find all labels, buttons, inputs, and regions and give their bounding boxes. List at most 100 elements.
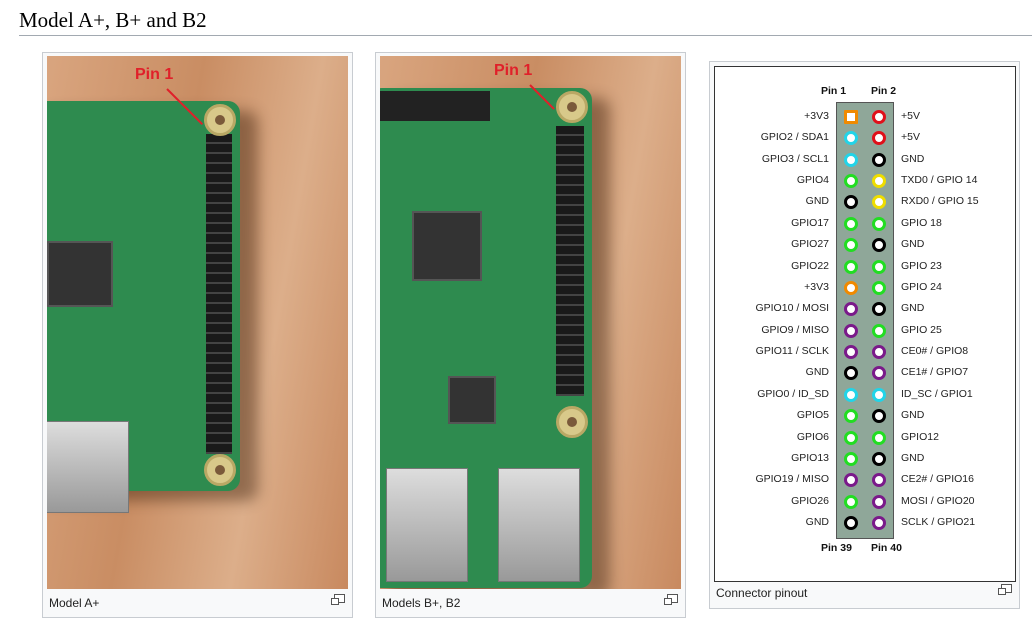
pin-12[interactable] bbox=[872, 216, 886, 231]
pin-label-right: GND bbox=[901, 302, 925, 315]
gpio-header bbox=[556, 126, 584, 396]
pin-label-right: ID_SC / GPIO1 bbox=[901, 387, 973, 400]
pin-30[interactable] bbox=[872, 409, 886, 424]
pin-label-right: TXD0 / GPIO 14 bbox=[901, 174, 978, 187]
pin-22[interactable] bbox=[872, 323, 886, 338]
pin-16[interactable] bbox=[872, 259, 886, 274]
pin-11[interactable] bbox=[844, 216, 858, 231]
pin-9[interactable] bbox=[844, 195, 858, 210]
pin-26[interactable] bbox=[872, 366, 886, 381]
mount-hole bbox=[556, 91, 588, 123]
pin-15[interactable] bbox=[844, 259, 858, 274]
pin-40[interactable] bbox=[872, 516, 886, 531]
pin-label-right: RXD0 / GPIO 15 bbox=[901, 195, 979, 208]
pin-7[interactable] bbox=[844, 174, 858, 189]
pin-4[interactable] bbox=[872, 131, 886, 146]
figure-caption: Models B+, B2 bbox=[382, 596, 461, 610]
pin-37[interactable] bbox=[844, 494, 858, 509]
usb-controller-chip bbox=[448, 376, 496, 424]
pin-label-right: GND bbox=[901, 152, 925, 165]
pin-10[interactable] bbox=[872, 195, 886, 210]
pin-label-right: GND bbox=[901, 238, 925, 251]
section-heading: Model A+, B+ and B2 bbox=[19, 8, 207, 32]
pin-25[interactable] bbox=[844, 366, 858, 381]
enlarge-icon[interactable] bbox=[331, 594, 345, 605]
pin-28[interactable] bbox=[872, 387, 886, 402]
pin-2[interactable] bbox=[872, 110, 886, 124]
pin-27[interactable] bbox=[844, 387, 858, 402]
pin-5[interactable] bbox=[844, 152, 858, 167]
pin40-label: Pin 40 bbox=[871, 542, 902, 554]
pin-33[interactable] bbox=[844, 451, 858, 466]
pin-label-left: GPIO13 bbox=[791, 451, 829, 464]
pin-label-left: GND bbox=[805, 195, 829, 208]
pin-label-left: GPIO3 / SCL1 bbox=[761, 152, 829, 165]
pin-38[interactable] bbox=[872, 494, 886, 509]
pin-20[interactable] bbox=[872, 302, 886, 317]
figure-model-b-plus: Pin 1 Models B+, B2 bbox=[375, 52, 686, 618]
pin-23[interactable] bbox=[844, 345, 858, 360]
usb-port bbox=[386, 468, 468, 582]
usb-port bbox=[498, 468, 580, 582]
pin-label-right: CE2# / GPIO16 bbox=[901, 473, 974, 486]
pin2-label: Pin 2 bbox=[871, 85, 897, 97]
pin-label-right: CE0# / GPIO8 bbox=[901, 345, 969, 358]
memory-chip bbox=[47, 241, 113, 307]
pin-label-left: GPIO4 bbox=[796, 174, 829, 187]
pin-label-right: GND bbox=[901, 409, 925, 422]
pin1-annotation: Pin 1 bbox=[135, 66, 174, 83]
pin-13[interactable] bbox=[844, 238, 858, 253]
pin1-label: Pin 1 bbox=[821, 85, 847, 97]
pin-14[interactable] bbox=[872, 238, 886, 253]
pin-label-right: GPIO12 bbox=[901, 430, 939, 443]
pin-label-left: GPIO17 bbox=[791, 216, 829, 229]
pin-label-left: +3V3 bbox=[804, 280, 829, 293]
pin-label-right: GPIO 18 bbox=[901, 216, 942, 229]
pin-label-right: +5V bbox=[901, 110, 920, 122]
pin-label-right: SCLK / GPIO21 bbox=[901, 516, 976, 529]
pin-1[interactable] bbox=[844, 110, 858, 124]
pin-label-left: GPIO5 bbox=[796, 409, 829, 422]
mount-hole bbox=[556, 406, 588, 438]
photo-model-a-plus[interactable]: Pin 1 bbox=[47, 56, 348, 589]
pin-39[interactable] bbox=[844, 516, 858, 531]
pin-31[interactable] bbox=[844, 430, 858, 445]
pin-3[interactable] bbox=[844, 131, 858, 146]
display-connector bbox=[380, 91, 490, 121]
pin-18[interactable] bbox=[872, 280, 886, 295]
pin-label-left: GPIO19 / MISO bbox=[755, 473, 829, 486]
mount-hole bbox=[204, 454, 236, 486]
soc-chip bbox=[412, 211, 482, 281]
pin-label-left: GPIO27 bbox=[791, 238, 829, 251]
enlarge-icon[interactable] bbox=[664, 594, 678, 605]
enlarge-icon[interactable] bbox=[998, 584, 1012, 595]
pin-29[interactable] bbox=[844, 409, 858, 424]
header-column bbox=[836, 102, 894, 539]
pin-17[interactable] bbox=[844, 280, 858, 295]
figure-model-a-plus: Pin 1 Model A+ bbox=[42, 52, 353, 618]
usb-port bbox=[47, 421, 129, 513]
pin-21[interactable] bbox=[844, 323, 858, 338]
pin-label-left: GPIO11 / SCLK bbox=[755, 345, 829, 358]
pin-34[interactable] bbox=[872, 451, 886, 466]
photo-model-b-plus[interactable]: Pin 1 bbox=[380, 56, 681, 589]
pin-label-right: GND bbox=[901, 451, 925, 464]
pin-24[interactable] bbox=[872, 345, 886, 360]
pin-35[interactable] bbox=[844, 473, 858, 488]
pin-36[interactable] bbox=[872, 473, 886, 488]
pin-19[interactable] bbox=[844, 302, 858, 317]
pin-6[interactable] bbox=[872, 152, 886, 167]
pin-label-left: GPIO0 / ID_SD bbox=[757, 387, 829, 400]
pin-label-right: +5V bbox=[901, 131, 920, 144]
pin-8[interactable] bbox=[872, 174, 886, 189]
pin-label-right: MOSI / GPIO20 bbox=[901, 494, 975, 507]
pin-label-right: GPIO 24 bbox=[901, 280, 942, 293]
pin-label-left: GPIO22 bbox=[791, 259, 829, 272]
pin-32[interactable] bbox=[872, 430, 886, 445]
pin-label-left: +3V3 bbox=[804, 110, 829, 122]
pin-label-right: GPIO 23 bbox=[901, 259, 942, 272]
pin-label-left: GPIO6 bbox=[796, 430, 829, 443]
pin-label-left: GND bbox=[805, 366, 829, 379]
mount-hole bbox=[204, 104, 236, 136]
